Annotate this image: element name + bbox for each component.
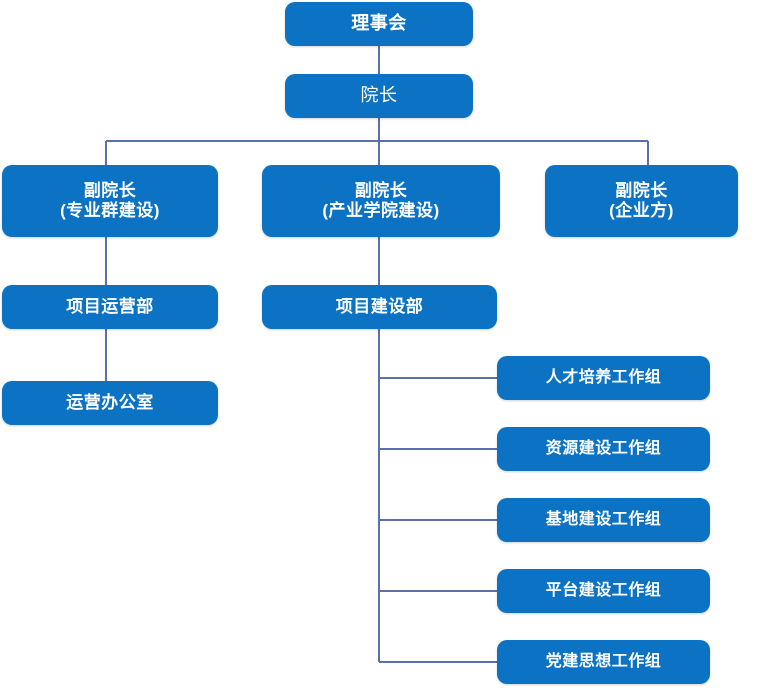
node-working-group-platform[interactable]: 平台建设工作组 bbox=[497, 569, 710, 613]
node-operations-office-label: 运营办公室 bbox=[66, 392, 154, 412]
node-working-group-party-label: 党建思想工作组 bbox=[545, 652, 662, 670]
node-working-group-platform-label: 平台建设工作组 bbox=[545, 581, 662, 599]
node-board-label: 理事会 bbox=[351, 13, 407, 34]
node-working-group-resource[interactable]: 资源建设工作组 bbox=[497, 427, 710, 471]
node-vice-dean-enterprise[interactable]: 副院长 (企业方) bbox=[545, 165, 738, 237]
node-working-group-talent-label: 人才培养工作组 bbox=[545, 368, 662, 386]
node-working-group-talent[interactable]: 人才培养工作组 bbox=[497, 356, 710, 400]
node-vice-dean-major-label: 副院长 (专业群建设) bbox=[60, 180, 160, 220]
node-vice-dean-enterprise-label: 副院长 (企业方) bbox=[609, 180, 674, 220]
node-working-group-party[interactable]: 党建思想工作组 bbox=[497, 640, 710, 684]
node-construction-dept-label: 项目建设部 bbox=[335, 296, 424, 316]
node-working-group-base[interactable]: 基地建设工作组 bbox=[497, 498, 710, 542]
node-vice-dean-college[interactable]: 副院长 (产业学院建设) bbox=[262, 165, 500, 237]
node-working-group-resource-label: 资源建设工作组 bbox=[545, 439, 662, 457]
node-operations-dept-label: 项目运营部 bbox=[66, 296, 154, 316]
node-board[interactable]: 理事会 bbox=[285, 2, 473, 46]
node-vice-dean-college-label: 副院长 (产业学院建设) bbox=[322, 180, 440, 220]
node-construction-dept[interactable]: 项目建设部 bbox=[262, 285, 497, 329]
node-operations-dept[interactable]: 项目运营部 bbox=[2, 285, 218, 329]
node-operations-office[interactable]: 运营办公室 bbox=[2, 381, 218, 425]
node-dean-label: 院长 bbox=[360, 85, 398, 106]
node-dean[interactable]: 院长 bbox=[285, 74, 473, 118]
node-working-group-base-label: 基地建设工作组 bbox=[545, 510, 662, 528]
node-vice-dean-major[interactable]: 副院长 (专业群建设) bbox=[2, 165, 218, 237]
